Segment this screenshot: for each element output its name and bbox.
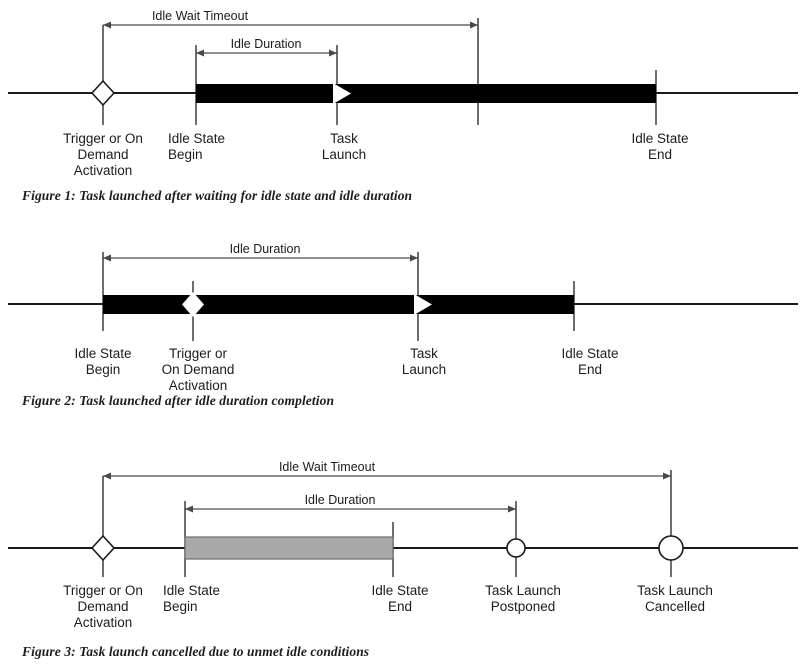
measure-label-idle-wait-timeout: Idle Wait Timeout [279,460,376,474]
activation-diamond-icon [182,292,204,317]
figure-1-caption: Figure 1: Task launched after waiting fo… [22,188,413,203]
task-launch-triangle-icon [333,83,351,104]
label-line: Activation [74,163,133,178]
label-line: Task [410,346,438,361]
label-line: Begin [86,362,121,377]
task-launch-postponed-circle-icon [506,538,526,558]
figure-2: Idle Duration Idle State Begin Trigger o… [0,228,806,428]
measure-idle-duration: Idle Duration [103,242,418,262]
point-label-idle-state-begin: Idle State Begin [168,131,225,162]
label-line: Demand [77,147,128,162]
label-line: Cancelled [645,599,705,614]
measure-idle-wait-timeout: Idle Wait Timeout [103,460,671,480]
figure-1-diagram: Idle Wait Timeout Idle Duration Trigger [8,9,798,178]
figure-2-caption: Figure 2: Task launched after idle durat… [22,393,335,408]
point-label-idle-state-end: Idle State End [371,583,428,614]
label-line: Task [330,131,358,146]
point-label-task-launch-cancelled: Task Launch Cancelled [637,583,713,614]
figure-3: Idle Wait Timeout Idle Duration [0,452,806,665]
label-line: On Demand [162,362,235,377]
point-label-trigger-activation: Trigger or On Demand Activation [162,346,235,390]
figure-3-diagram: Idle Wait Timeout Idle Duration [8,460,798,630]
point-label-idle-state-end: Idle State End [631,131,688,162]
activation-diamond-icon [90,534,116,562]
point-label-idle-state-begin: Idle State Begin [74,346,131,377]
label-line: Postponed [491,599,556,614]
label-line: Trigger or On [63,131,143,146]
label-line: End [578,362,602,377]
label-line: Idle State [168,131,225,146]
label-line: Activation [74,615,133,630]
tick-marks [102,18,657,125]
label-line: End [388,599,412,614]
point-label-task-launch: Task Launch [402,346,446,377]
point-label-task-launch-postponed: Task Launch Postponed [485,583,561,614]
label-line: Begin [163,599,198,614]
label-line: End [648,147,672,162]
measure-label-idle-duration: Idle Duration [305,493,376,507]
label-line: Demand [77,599,128,614]
label-line: Trigger or [169,346,228,361]
measure-label-idle-duration: Idle Duration [230,242,301,256]
measure-idle-duration: Idle Duration [196,37,337,57]
figure-1: Idle Wait Timeout Idle Duration Trigger [0,0,806,220]
idle-state-bar [103,295,574,314]
measure-label-idle-duration: Idle Duration [231,37,302,51]
label-line: Idle State [371,583,428,598]
task-launch-cancelled-circle-icon [658,535,684,561]
task-launch-triangle-icon [414,294,432,315]
label-line: Launch [402,362,446,377]
label-line: Launch [322,147,366,162]
label-line: Begin [168,147,203,162]
point-label-idle-state-end: Idle State End [561,346,618,377]
figure-2-diagram: Idle Duration Idle State Begin Trigger o… [8,242,798,390]
measure-label-idle-wait-timeout: Idle Wait Timeout [152,9,249,23]
label-line: Idle State [74,346,131,361]
label-line: Activation [169,378,228,390]
point-label-trigger-activation: Trigger or On Demand Activation [63,131,143,178]
label-line: Task Launch [637,583,713,598]
tick-marks [102,470,672,577]
point-label-trigger-activation: Trigger or On Demand Activation [63,583,143,630]
measure-idle-duration: Idle Duration [185,493,516,513]
idle-state-bar-unmet [184,536,394,560]
figure-3-caption: Figure 3: Task launch cancelled due to u… [22,644,370,659]
label-line: Trigger or On [63,583,143,598]
label-line: Idle State [163,583,220,598]
activation-diamond-icon [90,79,116,107]
label-line: Idle State [561,346,618,361]
point-label-task-launch: Task Launch [322,131,366,162]
label-line: Task Launch [485,583,561,598]
idle-state-bar [196,84,656,103]
label-line: Idle State [631,131,688,146]
measure-idle-wait-timeout: Idle Wait Timeout [103,9,478,29]
point-label-idle-state-begin: Idle State Begin [163,583,220,614]
